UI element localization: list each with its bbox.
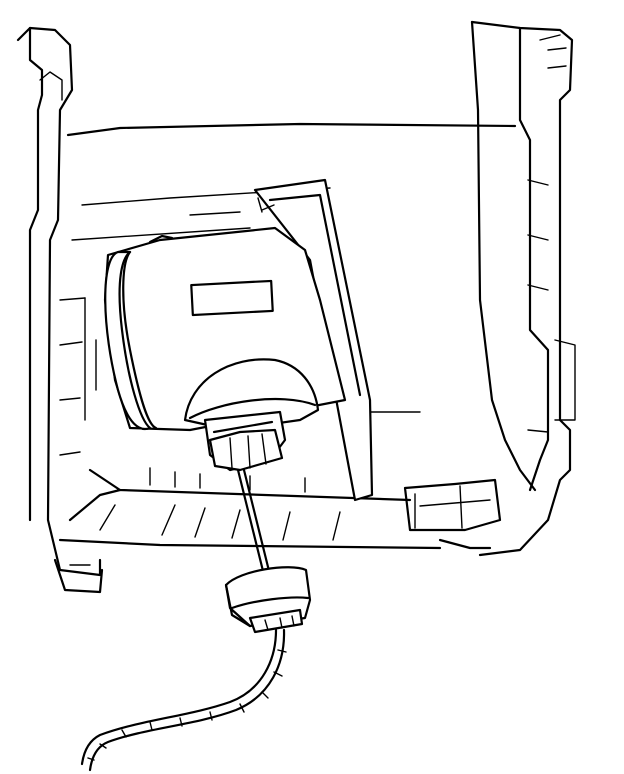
wiring-harness <box>80 628 287 772</box>
explode-leader-line <box>236 468 272 577</box>
electrical-connector <box>224 566 312 634</box>
mass-airflow-sensor <box>103 178 374 502</box>
air-cleaner-housing <box>16 20 576 594</box>
label-plate <box>190 279 274 317</box>
